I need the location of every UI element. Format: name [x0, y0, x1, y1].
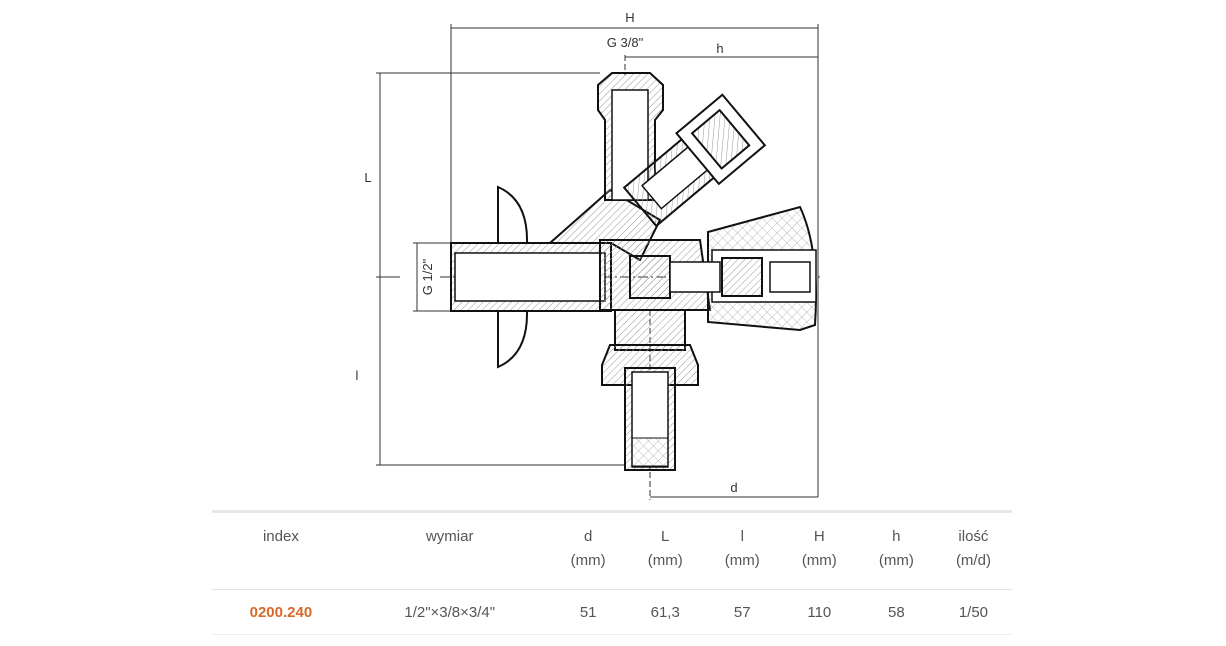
cell-ilosc: 1/50 [934, 589, 1012, 635]
dim-label-d: d [730, 480, 737, 495]
header-H: H(mm) [780, 510, 858, 590]
dim-label-L: L [364, 170, 371, 185]
header-h: h(mm) [857, 510, 935, 590]
cell-d: 51 [549, 589, 627, 635]
cell-index: 0200.240 [212, 589, 350, 635]
header-index: index [212, 510, 350, 590]
dim-label-l: l [356, 368, 359, 383]
valve-technical-drawing: H h G 3/8" L l d G 1/2" [356, 10, 820, 500]
dim-label-H: H [625, 10, 634, 25]
valve-body [450, 72, 817, 471]
cell-H: 110 [780, 589, 858, 635]
cell-l: 57 [703, 589, 781, 635]
dim-label-h: h [716, 41, 723, 56]
header-l: l(mm) [703, 510, 781, 590]
cell-wymiar: 1/2"×3/8×3/4" [349, 589, 550, 635]
spec-table: index wymiar d(mm) L(mm) l(mm) H(mm) h(m… [212, 510, 1012, 635]
cell-h: 58 [857, 589, 935, 635]
dim-label-g-inlet: G 1/2" [420, 258, 435, 295]
dim-label-g-top: G 3/8" [607, 35, 644, 50]
header-L: L(mm) [626, 510, 704, 590]
header-wymiar: wymiar [349, 510, 550, 590]
header-ilosc: ilość(m/d) [934, 510, 1012, 590]
header-d: d(mm) [549, 510, 627, 590]
table-header-row: index wymiar d(mm) L(mm) l(mm) H(mm) h(m… [212, 510, 1012, 590]
table-row: 0200.240 1/2"×3/8×3/4" 51 61,3 57 110 58… [212, 589, 1012, 635]
cell-L: 61,3 [626, 589, 704, 635]
